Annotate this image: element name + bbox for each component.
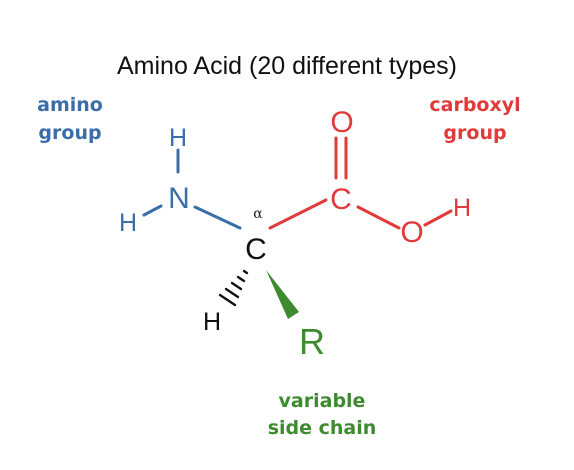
amino-group-label-line1: amino xyxy=(37,94,103,116)
c-carboxyl-atom: C xyxy=(330,183,352,216)
n-c-alpha-bond xyxy=(193,205,242,230)
o-hydroxyl-atom: O xyxy=(400,216,423,249)
n-h-left-bond xyxy=(142,204,163,217)
h-left-atom: H xyxy=(119,209,137,237)
carboxyl-group-label-line1: carboxyl xyxy=(429,94,520,116)
hashed-wedge-bond xyxy=(218,269,249,307)
o-h-bond xyxy=(423,209,453,227)
alpha-symbol: α xyxy=(253,206,263,222)
h-top-atom: H xyxy=(169,124,187,152)
h-bottom-atom: H xyxy=(203,308,221,336)
carboxyl-group-label-line2: group xyxy=(443,122,506,144)
h-hydroxyl-atom: H xyxy=(453,194,471,222)
side-chain-label-line1: variable xyxy=(279,390,366,412)
side-chain-label-line2: side chain xyxy=(268,417,377,439)
c-o-hydroxyl-bond xyxy=(356,205,401,230)
solid-wedge-bond xyxy=(266,270,299,319)
o-double-atom: O xyxy=(330,106,353,139)
n-atom: N xyxy=(168,182,190,215)
r-atom: R xyxy=(299,321,325,362)
amino-group-label-line2: group xyxy=(38,122,101,144)
c-alpha-atom: C xyxy=(245,233,267,266)
diagram-title: Amino Acid (20 different types) xyxy=(117,52,457,80)
c-alpha-c-carboxyl-bond xyxy=(268,198,328,230)
